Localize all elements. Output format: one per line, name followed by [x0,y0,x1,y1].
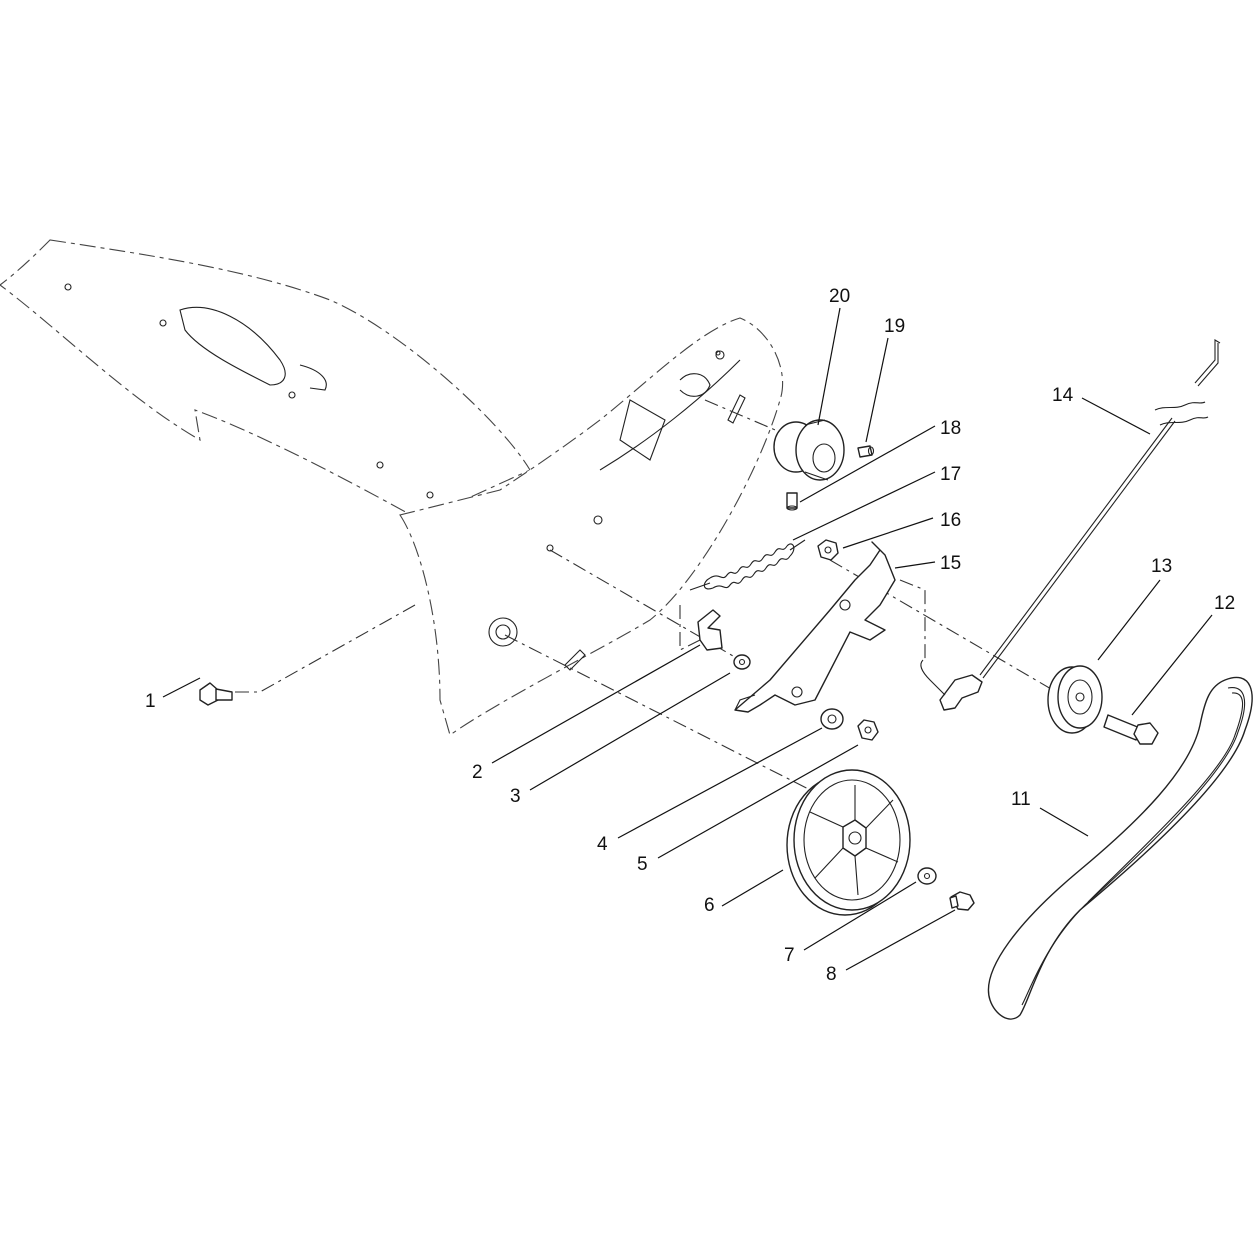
callout-2: 2 [472,762,483,783]
callout-7: 7 [784,945,795,966]
callout-18: 18 [940,418,961,439]
part-1-bolt [199,682,233,706]
part-2-bracket [697,609,723,651]
part-12-bolt [1103,714,1159,745]
callout-16: 16 [940,510,961,531]
part-16-nut [817,539,839,561]
callout-4: 4 [597,834,608,855]
part-17-spring [689,539,806,591]
part-19-set-screw [857,445,875,458]
callout-11: 11 [1011,789,1031,810]
callout-13: 13 [1151,556,1172,577]
callout-labels: 1 2 3 4 5 6 7 8 11 12 13 14 15 16 17 18 … [145,286,1235,985]
callout-14: 14 [1052,385,1074,406]
part-6-pulley [786,769,911,916]
callout-19: 19 [884,316,905,337]
part-5-nut [857,719,879,741]
leader-lines [162,307,1213,971]
part-4-spacer [820,708,844,730]
part-15-idler-arm [734,541,896,713]
part-8-bolt [949,891,975,911]
callout-3: 3 [510,786,521,807]
callout-12: 12 [1214,593,1235,614]
callout-6: 6 [704,895,715,916]
frame-housing [0,239,784,736]
callout-20: 20 [829,286,850,307]
callout-1: 1 [145,691,156,712]
part-7-washer [917,867,937,885]
callout-5: 5 [637,854,648,875]
part-14-cable [920,339,1221,711]
callout-8: 8 [826,964,837,985]
callout-17: 17 [940,464,961,485]
part-3-washer [733,654,751,670]
callout-15: 15 [940,553,961,574]
part-11-belt [987,676,1253,1020]
part-13-idler-pulley [1047,665,1103,734]
part-20-set-screw [786,492,798,511]
part-18-pulley [773,419,845,481]
